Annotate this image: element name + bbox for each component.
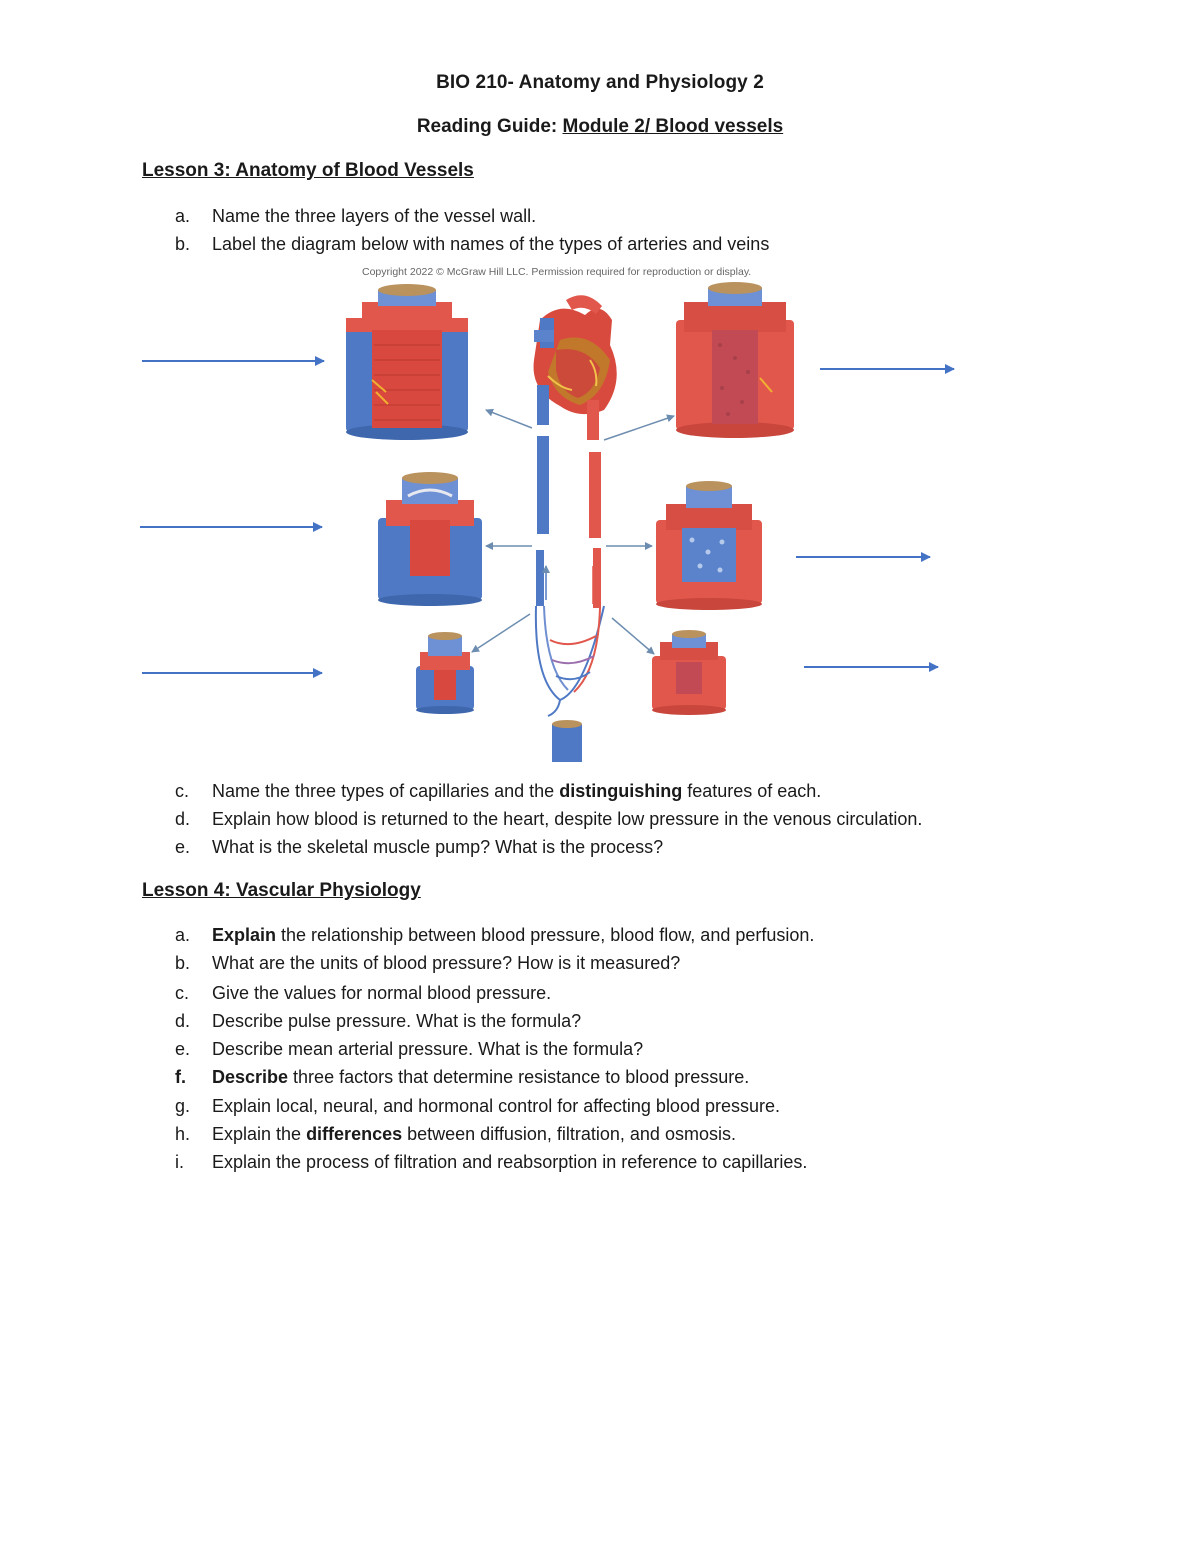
lesson4-item-a: a. Explain the relationship between blood… (175, 925, 814, 946)
lesson4-item-c: c. Give the values for normal blood press… (175, 983, 551, 1004)
subtitle-module: Module 2/ Blood vessels (562, 116, 784, 137)
medium-vein-illustration (378, 472, 482, 606)
item-text-pre: Explain how blood is returned to the hea… (212, 809, 923, 829)
item-text-pre: Explain the (212, 1124, 307, 1144)
item-text: Name the three layers of the vessel wall… (212, 206, 537, 226)
capillary-illustration (552, 720, 582, 762)
blood-vessel-diagram (140, 282, 955, 762)
lesson4-item-e: e. Describe mean arterial pressure. What … (175, 1039, 643, 1060)
item-text-post: between diffusion, filtration, and osmos… (402, 1124, 736, 1144)
item-marker: d. (175, 809, 191, 829)
item-marker: d. (175, 1011, 191, 1031)
item-text-pre: Name the three types of capillaries and … (212, 781, 560, 801)
item-marker: a. (175, 206, 191, 226)
item-text-post: three factors that determine resistance … (288, 1067, 750, 1087)
capillary-bed-illustration (534, 605, 605, 717)
central-artery-column (587, 400, 601, 608)
item-marker: f. (175, 1067, 186, 1087)
item-marker: h. (175, 1124, 191, 1144)
item-marker: g. (175, 1096, 191, 1116)
lesson3-item-a: a. Name the three layers of the vessel wa… (175, 206, 536, 227)
lesson4-item-g: g. Explain local, neural, and hormonal co… (175, 1096, 780, 1117)
central-vein-column (536, 385, 549, 606)
item-marker: e. (175, 1039, 191, 1059)
lesson4-item-b: b. What are the units of blood pressure? … (175, 953, 680, 974)
elastic-artery-illustration (676, 282, 794, 438)
item-text-post: the relationship between blood pressure,… (276, 925, 815, 945)
flow-direction-arrows (542, 565, 594, 604)
item-text-bold: Describe (212, 1067, 289, 1087)
venule-illustration (416, 632, 474, 714)
lesson4-heading: Lesson 4: Vascular Physiology (142, 880, 421, 901)
lesson4-item-d: d. Describe pulse pressure. What is the f… (175, 1011, 581, 1032)
item-text-pre: What is the skeletal muscle pump? What i… (212, 837, 664, 857)
arteriole-illustration (652, 630, 726, 715)
lesson3-item-c: c. Name the three types of capillaries an… (175, 781, 821, 802)
lesson4-item-h: h. Explain the differences between diffus… (175, 1124, 736, 1145)
lesson3-heading: Lesson 3: Anatomy of Blood Vessels (142, 160, 474, 181)
page-title: BIO 210- Anatomy and Physiology 2 (436, 72, 764, 93)
item-text-bold: distinguishing (559, 781, 683, 801)
item-marker: b. (175, 953, 191, 973)
lesson3-item-b: b. Label the diagram below with names of … (175, 234, 769, 255)
lesson3-item-e: e. What is the skeletal muscle pump? What… (175, 837, 663, 858)
lesson3-item-d: d. Explain how blood is returned to the h… (175, 809, 922, 830)
heart-illustration (533, 295, 617, 415)
item-marker: c. (175, 983, 190, 1003)
item-text-bold: Explain (212, 925, 277, 945)
figure-copyright: Copyright 2022 © McGraw Hill LLC. Permis… (362, 266, 752, 278)
item-text-pre: Give the values for normal blood pressur… (212, 983, 552, 1003)
pointer-arrows (471, 408, 675, 655)
muscular-artery-illustration (656, 481, 762, 610)
item-text-post: features of each. (682, 781, 822, 801)
item-text-pre: Explain local, neural, and hormonal cont… (212, 1096, 781, 1116)
item-text: Label the diagram below with names of th… (212, 234, 770, 254)
page-subtitle: Reading Guide: Module 2/ Blood vessels (0, 116, 1200, 138)
item-text-bold: differences (306, 1124, 403, 1144)
lesson4-item-f: f. Describe three factors that determine … (175, 1067, 749, 1088)
large-vein-illustration (346, 284, 468, 440)
item-marker: c. (175, 781, 190, 801)
item-text-pre: Explain the process of filtration and re… (212, 1152, 808, 1172)
lesson4-item-i: i. Explain the process of filtration and … (175, 1152, 807, 1173)
item-marker: b. (175, 234, 191, 254)
item-marker: a. (175, 925, 191, 945)
item-marker: i. (175, 1152, 184, 1172)
item-text-pre: Describe pulse pressure. What is the for… (212, 1011, 582, 1031)
item-text-pre: What are the units of blood pressure? Ho… (212, 953, 681, 973)
subtitle-prefix: Reading Guide: (416, 116, 563, 137)
item-text-pre: Describe mean arterial pressure. What is… (212, 1039, 644, 1059)
item-marker: e. (175, 837, 191, 857)
